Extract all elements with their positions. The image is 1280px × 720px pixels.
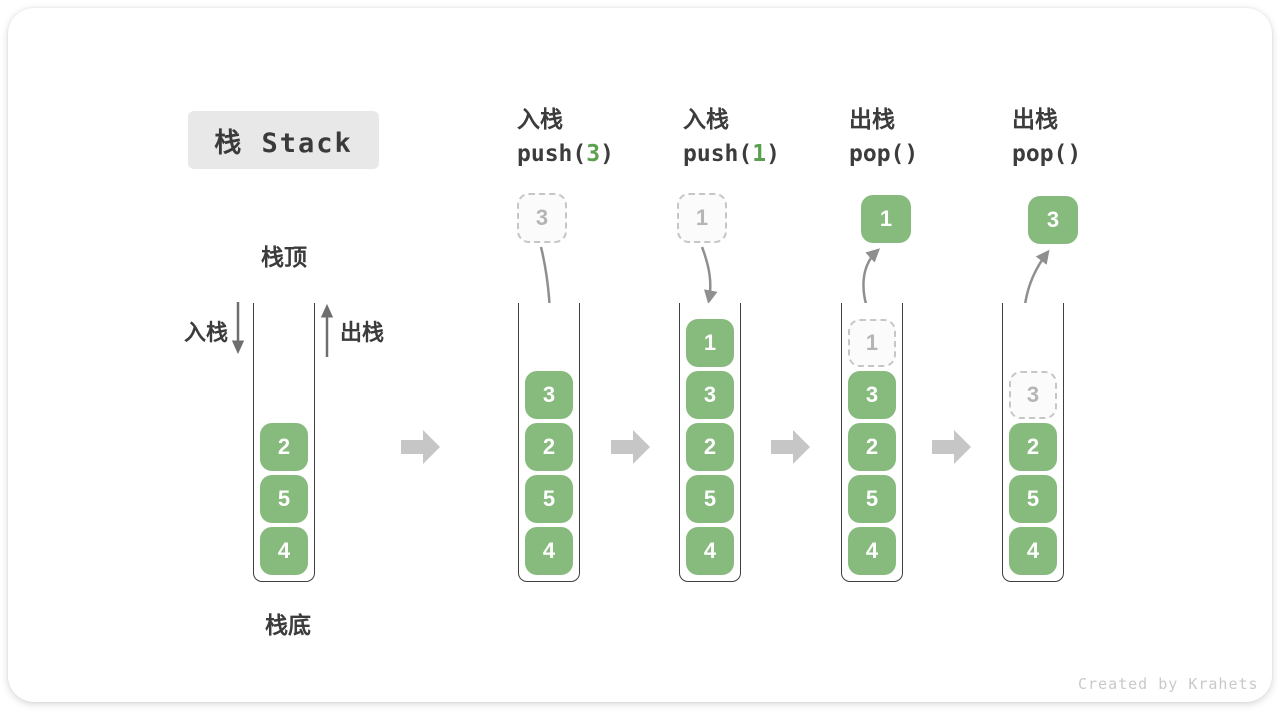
stack-item: 4 xyxy=(525,527,573,575)
stack-item-ghost: 3 xyxy=(1009,371,1057,419)
step-header-pop2: 出栈 pop() xyxy=(1012,105,1081,168)
pop-side-label: 出栈 xyxy=(340,320,385,345)
diagram-title: 栈 Stack xyxy=(188,111,379,169)
stack-item: 2 xyxy=(686,423,734,471)
code-prefix: pop( xyxy=(1012,141,1068,167)
stack-item: 2 xyxy=(848,423,896,471)
stack-item: 4 xyxy=(848,527,896,575)
stack-after-pop2: 3 2 5 4 xyxy=(1002,303,1064,582)
stack-after-push1: 1 3 2 5 4 xyxy=(679,303,741,582)
step-code: push(3) xyxy=(517,140,614,168)
popped-value-box: 3 xyxy=(1028,196,1078,244)
stack-bottom-label: 栈底 xyxy=(265,612,311,638)
stack-item: 4 xyxy=(686,527,734,575)
stack-top-label: 栈顶 xyxy=(261,244,307,270)
stack-item: 4 xyxy=(260,527,308,575)
watermark-credit: Created by Krahets xyxy=(1078,675,1259,693)
stack-item: 2 xyxy=(260,423,308,471)
step-header-pop1: 出栈 pop() xyxy=(849,105,918,168)
stack-item: 2 xyxy=(525,423,573,471)
code-prefix: push( xyxy=(683,141,753,167)
stack-item-ghost: 1 xyxy=(848,319,896,367)
code-suffix: ) xyxy=(766,141,780,167)
step-label: 入栈 xyxy=(517,106,563,132)
stack-item: 3 xyxy=(686,371,734,419)
stack-item: 5 xyxy=(525,475,573,523)
step-label: 出栈 xyxy=(1012,106,1058,132)
step-code: pop() xyxy=(1012,140,1081,168)
stack-item: 5 xyxy=(260,475,308,523)
code-arg: 1 xyxy=(752,141,767,167)
step-header-push3: 入栈 push(3) xyxy=(517,105,614,168)
incoming-value-box: 1 xyxy=(677,193,727,243)
step-label: 出栈 xyxy=(849,106,895,132)
push-side-label: 入栈 xyxy=(183,320,228,345)
stack-after-push3: 3 2 5 4 xyxy=(518,303,580,582)
code-prefix: pop( xyxy=(849,141,905,167)
step-label: 入栈 xyxy=(683,106,729,132)
stack-item: 5 xyxy=(686,475,734,523)
stack-item: 5 xyxy=(848,475,896,523)
step-code: pop() xyxy=(849,140,918,168)
step-code: push(1) xyxy=(683,140,780,168)
code-suffix: ) xyxy=(600,141,614,167)
stack-after-pop1: 1 3 2 5 4 xyxy=(841,303,903,582)
step-header-push1: 入栈 push(1) xyxy=(683,105,780,168)
code-suffix: ) xyxy=(1067,141,1082,167)
stack-item: 2 xyxy=(1009,423,1057,471)
stack-item: 1 xyxy=(686,319,734,367)
stack-initial: 2 5 4 xyxy=(253,303,315,582)
stack-item: 5 xyxy=(1009,475,1057,523)
stack-item: 4 xyxy=(1009,527,1057,575)
stack-item: 3 xyxy=(848,371,896,419)
code-prefix: push( xyxy=(517,141,587,167)
code-suffix: ) xyxy=(904,141,919,167)
stack-item: 3 xyxy=(525,371,573,419)
code-arg: 3 xyxy=(586,141,601,167)
incoming-value-box: 3 xyxy=(517,193,567,243)
popped-value-box: 1 xyxy=(861,195,911,243)
